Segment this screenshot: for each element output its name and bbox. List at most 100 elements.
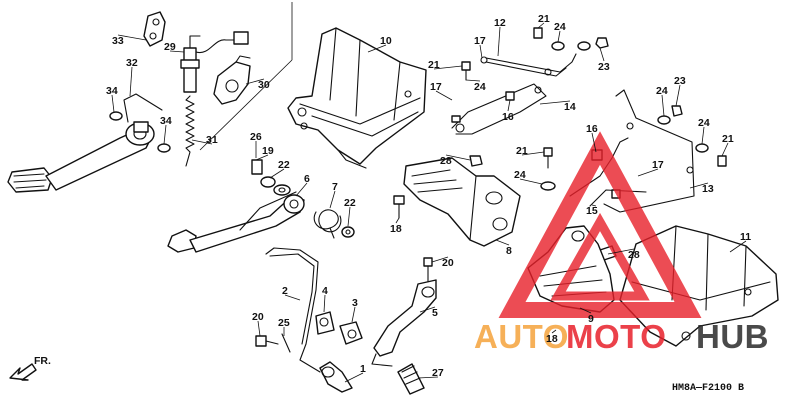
callout-label-17: 17 xyxy=(652,159,664,171)
watermark-text-moto: MOTO xyxy=(566,318,666,355)
leader-line xyxy=(521,151,545,156)
leader-line xyxy=(347,206,351,227)
part-10-guard xyxy=(287,27,427,169)
callout-label-7: 7 xyxy=(332,181,338,193)
part-27-boot xyxy=(397,363,425,395)
leader-line xyxy=(367,44,387,53)
part-5-lever xyxy=(371,279,437,367)
leader-line xyxy=(129,66,133,97)
leader-line xyxy=(551,329,557,334)
callout-label-22: 22 xyxy=(344,197,356,209)
callout-labels: 1234567891011121314151616171717181819202… xyxy=(106,13,751,379)
callout-label-33: 33 xyxy=(112,35,124,47)
callout-label-31: 31 xyxy=(206,134,218,146)
part-22-collar xyxy=(341,226,355,238)
leader-line xyxy=(537,22,545,29)
part-30-switch-body xyxy=(213,55,251,105)
leader-line xyxy=(191,139,213,145)
callout-label-34: 34 xyxy=(106,85,118,97)
callout-label-6: 6 xyxy=(304,173,310,185)
leader-line xyxy=(497,26,501,57)
leader-line xyxy=(637,168,659,177)
leader-line xyxy=(284,294,301,301)
callout-label-21: 21 xyxy=(428,59,440,71)
leader-line xyxy=(721,142,729,157)
leader-line xyxy=(344,372,364,383)
leader-line xyxy=(117,34,147,41)
leader-line xyxy=(591,204,597,207)
callout-label-24: 24 xyxy=(474,81,486,93)
callout-label-20: 20 xyxy=(252,311,264,323)
watermark: AUTO MOTO HUB xyxy=(474,131,769,355)
leader-line xyxy=(163,124,167,145)
inset-divider xyxy=(199,2,293,151)
callout-label-28: 28 xyxy=(440,155,452,167)
part-12-rod xyxy=(480,53,577,77)
leader-lines xyxy=(111,22,747,383)
callout-label-24: 24 xyxy=(514,169,526,181)
leader-line xyxy=(295,182,308,197)
part-6-change-pedal xyxy=(167,191,305,253)
callout-label-5: 5 xyxy=(432,307,438,319)
callout-label-3: 3 xyxy=(352,297,358,309)
leader-line xyxy=(689,182,709,189)
callout-label-1: 1 xyxy=(360,363,366,375)
leader-line xyxy=(479,44,483,59)
callout-label-19: 19 xyxy=(262,145,274,157)
leader-line xyxy=(661,94,665,117)
direction-label: FR. xyxy=(34,355,51,367)
callout-label-13: 13 xyxy=(702,183,714,195)
leader-line xyxy=(729,240,747,253)
leader-line xyxy=(465,79,481,82)
part-4-bushing xyxy=(315,311,335,335)
leader-line xyxy=(557,30,561,43)
front-direction-arrow: FR. xyxy=(9,355,51,381)
leader-line xyxy=(255,154,269,161)
leader-line xyxy=(395,217,400,224)
callout-label-34: 34 xyxy=(160,115,172,127)
callout-label-15: 15 xyxy=(586,205,598,217)
leader-line xyxy=(607,248,635,255)
part-29-switch xyxy=(180,31,249,93)
watermark-text-auto: AUTO xyxy=(474,318,569,355)
callout-label-17: 17 xyxy=(430,81,442,93)
part-1-lever xyxy=(319,361,353,393)
part-34-washers xyxy=(109,111,171,153)
leader-line xyxy=(435,90,453,101)
callout-label-9: 9 xyxy=(588,313,594,325)
part-32-brake-pedal xyxy=(7,93,163,193)
leader-line xyxy=(701,126,705,145)
callout-label-21: 21 xyxy=(516,145,528,157)
callout-label-24: 24 xyxy=(554,21,566,33)
leader-line xyxy=(323,294,326,313)
callout-label-2: 2 xyxy=(282,285,288,297)
leader-line xyxy=(675,84,681,107)
callout-label-14: 14 xyxy=(564,101,576,113)
part-7-spring xyxy=(313,209,342,239)
leader-line xyxy=(507,99,511,112)
part-3-bushing xyxy=(339,321,363,345)
leader-line xyxy=(431,256,449,263)
callout-label-11: 11 xyxy=(740,231,751,243)
callout-label-20: 20 xyxy=(442,257,454,269)
leader-line xyxy=(591,132,597,153)
callout-label-22: 22 xyxy=(278,159,290,171)
callout-label-10: 10 xyxy=(380,35,392,47)
part-19-22-26-washers xyxy=(251,159,291,196)
leader-line xyxy=(329,190,336,209)
leader-line xyxy=(445,154,471,161)
callout-label-12: 12 xyxy=(494,17,506,29)
leader-line xyxy=(419,306,436,313)
callout-label-24: 24 xyxy=(656,85,668,97)
callout-label-16: 16 xyxy=(502,111,514,123)
callout-label-25: 25 xyxy=(278,317,290,329)
callout-label-21: 21 xyxy=(538,13,550,25)
callout-label-18: 18 xyxy=(546,333,558,345)
part-13-rod xyxy=(603,89,695,213)
part-14-rod xyxy=(451,83,547,135)
leader-line xyxy=(417,376,439,379)
callout-label-23: 23 xyxy=(674,75,686,87)
leader-line xyxy=(111,94,115,113)
leader-line xyxy=(519,178,543,185)
